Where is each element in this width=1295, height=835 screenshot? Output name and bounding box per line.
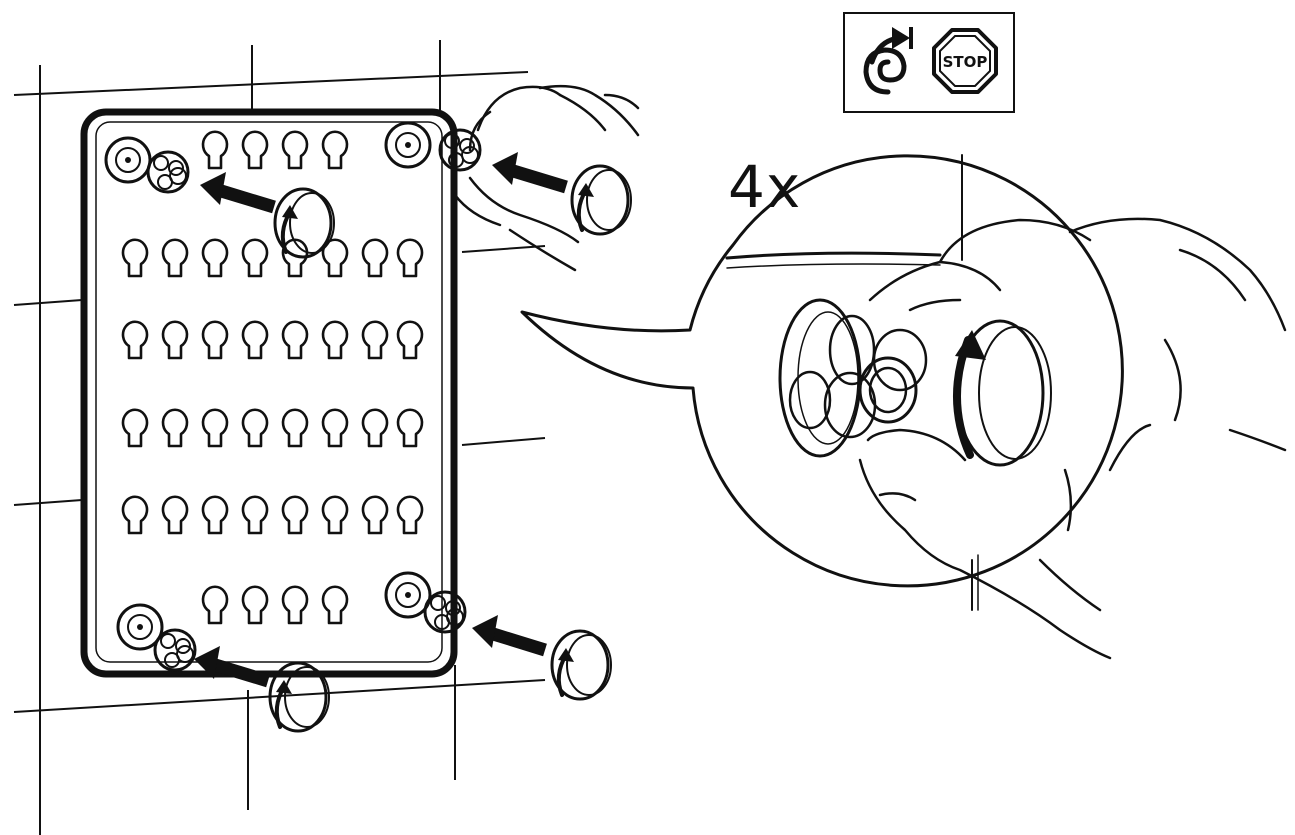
keyhole-slot [361,495,389,535]
keyhole-slot [321,585,349,625]
instruction-icon-panel [843,12,1015,113]
keyhole-slot [396,238,424,278]
keyhole-slot [396,320,424,360]
keyhole-slot [121,495,149,535]
keyhole-slot [201,320,229,360]
keyhole-slot [201,238,229,278]
fastener-bottom-right [384,571,467,634]
keyhole-slot [201,585,229,625]
fastener-top-left [104,136,190,194]
magnified-hand [858,217,1287,660]
keyhole-slot [161,320,189,360]
keyhole-slot [201,408,229,448]
keyhole-slot [121,238,149,278]
magnified-detail-bubble [520,154,1124,611]
keyhole-slot [361,408,389,448]
keyhole-slot [281,320,309,360]
hand-holding-fastener [453,84,640,272]
keyhole-slot [241,320,269,360]
keyhole-slot [241,585,269,625]
keyhole-slot [361,320,389,360]
insert-arrow-top-right [492,152,632,236]
magnified-fastener [778,298,928,458]
keyhole-slot [241,238,269,278]
fastener-top-right [384,121,482,172]
keyhole-slot [321,130,349,170]
keyhole-slot [361,238,389,278]
keyhole-slot [281,238,309,278]
keyhole-slot [161,238,189,278]
keyhole-slot [241,408,269,448]
keyhole-slot [121,408,149,448]
keyhole-slot [321,495,349,535]
mounting-plate [80,108,458,678]
keyhole-slot [281,408,309,448]
keyhole-slot [281,495,309,535]
keyhole-slot [281,130,309,170]
insert-arrow-bottom-right [472,615,612,701]
keyhole-slot [281,585,309,625]
magnified-rotation-arrow [953,319,1052,467]
keyhole-slot [321,320,349,360]
insert-arrow-top-left [200,172,335,259]
wall-tile-grid [13,40,546,835]
fastener-bottom-left [116,603,197,672]
keyhole-slot-grid [121,130,424,625]
keyhole-slot [161,495,189,535]
keyhole-slot [201,495,229,535]
keyhole-slot [321,408,349,448]
keyhole-slot [241,495,269,535]
insert-arrow-bottom-left [194,646,330,733]
repeat-count-label: 4x [728,153,802,221]
keyhole-slot [396,495,424,535]
keyhole-slot [241,130,269,170]
keyhole-slot [161,408,189,448]
keyhole-slot [121,320,149,360]
keyhole-slot [321,238,349,278]
keyhole-slot [396,408,424,448]
keyhole-slot [201,130,229,170]
